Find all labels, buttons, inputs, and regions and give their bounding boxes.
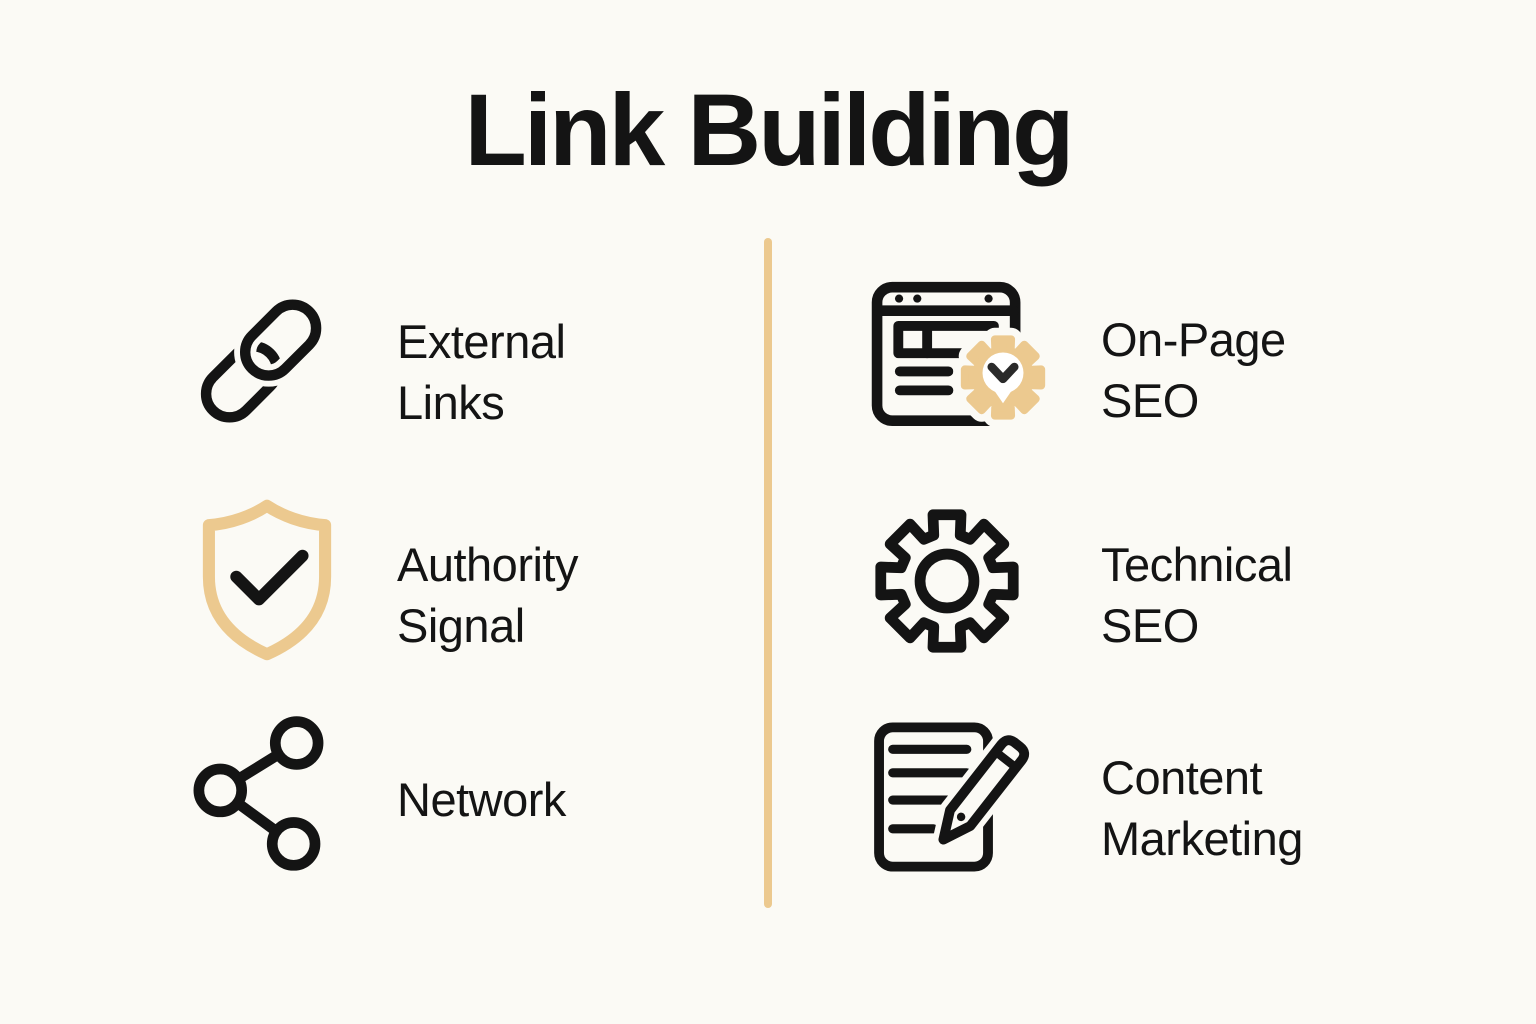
label-on-page-seo: On-Page SEO (1101, 313, 1286, 427)
label-technical-seo: Technical SEO (1101, 538, 1293, 652)
document-pencil-icon (873, 721, 1044, 873)
share-network-icon (190, 714, 330, 876)
chain-link-icon (192, 282, 338, 440)
label-network: Network (397, 773, 566, 826)
label-external-links: External Links (397, 315, 566, 429)
browser-gear-icon (871, 281, 1047, 433)
vertical-divider (764, 238, 772, 908)
shield-check-icon (196, 498, 338, 662)
gear-icon (870, 502, 1024, 660)
page-title: Link Building (464, 73, 1075, 187)
label-content-marketing: Content Marketing (1101, 751, 1303, 865)
label-authority-signal: Authority Signal (397, 538, 578, 652)
